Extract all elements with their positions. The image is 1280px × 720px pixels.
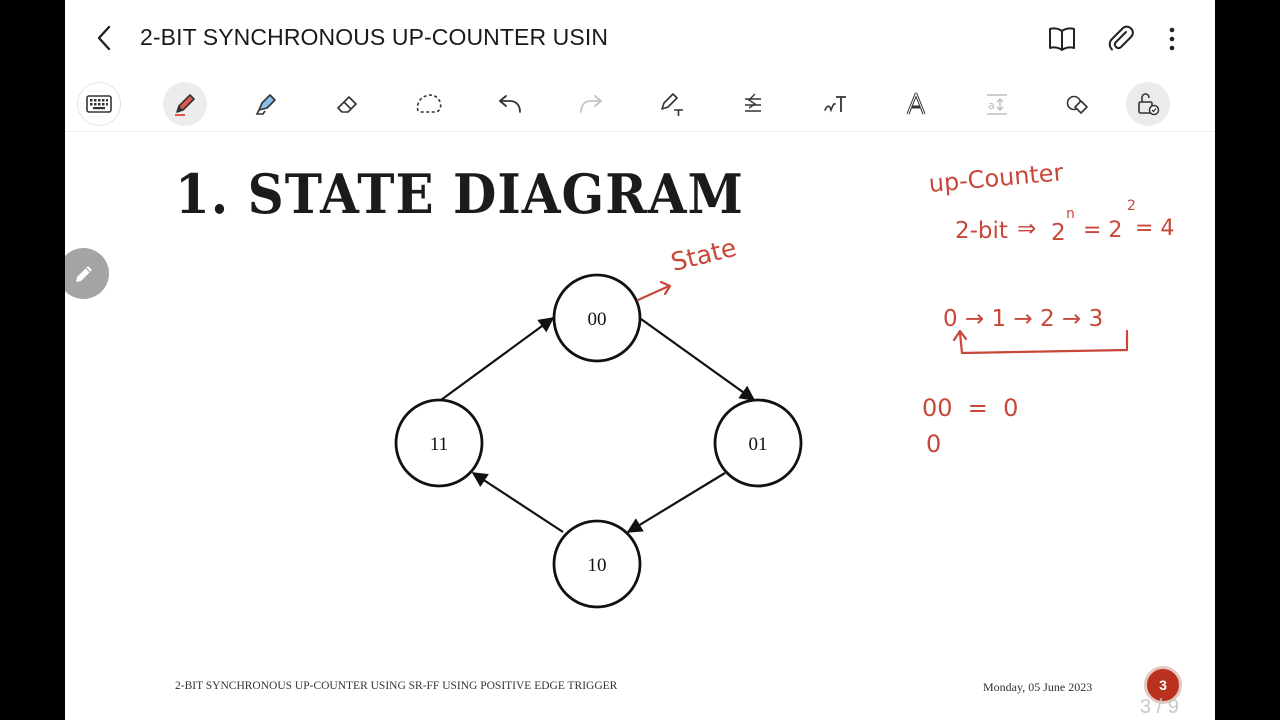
highlighter-tool-button[interactable] [244, 82, 288, 126]
eraser-tool-button[interactable] [325, 82, 369, 126]
page-indicator: 3 / 9 [1140, 696, 1179, 718]
book-icon [1049, 27, 1075, 51]
pen-icon [175, 94, 195, 116]
text-style-button[interactable] [894, 82, 938, 126]
state-01: 01 [713, 398, 803, 488]
transition-10-to-11 [471, 472, 564, 533]
page-footer-date: Monday, 05 June 2023 [983, 680, 1093, 694]
attach-button[interactable] [1104, 22, 1138, 56]
chevron-left-icon [97, 25, 111, 51]
shapes-icon [1066, 95, 1088, 114]
transition-00-to-01 [640, 318, 756, 401]
text-spacing-button[interactable]: a [975, 82, 1019, 126]
lasso-icon [416, 94, 442, 113]
shapes-button[interactable] [1056, 82, 1100, 126]
formula-result: = 4 [1135, 216, 1175, 241]
handwritten-binary-2: 0 [926, 430, 942, 458]
formula-equals-2: = 2 [1083, 218, 1123, 243]
keyboard-button[interactable] [77, 82, 121, 126]
undo-icon [499, 95, 521, 113]
text-spacing-icon: a [987, 94, 1007, 115]
svg-text:a: a [988, 99, 995, 112]
state-00: 00 [552, 273, 642, 363]
more-options-button[interactable] [1155, 22, 1189, 56]
pen-to-text-icon [661, 93, 683, 116]
read-only-toggle[interactable] [1126, 82, 1170, 126]
floating-edit-button[interactable] [65, 248, 109, 299]
text-style-icon [906, 92, 926, 115]
handwritten-binary-1: 00 = 0 [922, 394, 1019, 422]
formula-exponent-n: n [1066, 206, 1075, 222]
pencil-icon [75, 265, 92, 282]
paperclip-icon [1108, 25, 1134, 51]
handwritten-sequence: 0 → 1 → 2 → 3 [943, 306, 1104, 332]
straighten-icon [745, 93, 761, 112]
title-bar: 2-BIT SYNCHRONOUS UP-COUNTER USIN [65, 0, 1215, 76]
formula-prefix: 2-bit [955, 218, 1008, 244]
undo-button[interactable] [488, 82, 532, 126]
document-title: 2-BIT SYNCHRONOUS UP-COUNTER USIN [140, 24, 609, 50]
keyboard-icon [86, 95, 112, 113]
formula-implies: ⇒ [1017, 216, 1037, 242]
pen-toolbar: a [65, 76, 1215, 132]
svg-text:01: 01 [749, 434, 768, 455]
redo-button[interactable] [569, 82, 613, 126]
note-canvas[interactable]: 1. STATE DIAGRAM 00 01 [65, 132, 1215, 720]
state-diagram: 00 01 10 11 [394, 273, 803, 609]
transition-01-to-10 [626, 472, 726, 533]
lock-icon [1138, 93, 1160, 116]
handwriting-icon [824, 96, 846, 113]
page-footer-title: 2-BIT SYNCHRONOUS UP-COUNTER USING SR-FF… [175, 680, 618, 692]
reading-mode-button[interactable] [1045, 22, 1079, 56]
handwriting-button[interactable] [813, 82, 857, 126]
straighten-button[interactable] [731, 82, 775, 126]
back-button[interactable] [89, 22, 121, 54]
page-heading: 1. STATE DIAGRAM [175, 162, 744, 226]
svg-text:00: 00 [588, 309, 607, 330]
page-number-badge: 3 [1144, 666, 1182, 704]
pen-to-text-button[interactable] [650, 82, 694, 126]
svg-text:11: 11 [430, 434, 448, 455]
pen-tool-button[interactable] [163, 82, 207, 126]
svg-text:10: 10 [588, 555, 607, 576]
formula-exponent-2: 2 [1127, 198, 1136, 214]
eraser-icon [337, 96, 357, 113]
more-vertical-icon [1169, 27, 1175, 51]
state-10: 10 [552, 519, 642, 609]
transition-11-to-00 [440, 317, 555, 401]
redo-icon [580, 95, 602, 113]
highlighter-icon [255, 94, 276, 115]
lasso-tool-button[interactable] [407, 82, 451, 126]
ink-strokes [636, 280, 1129, 355]
formula-base: 2 [1051, 220, 1066, 246]
state-11: 11 [394, 398, 484, 488]
notes-app-window: 2-BIT SYNCHRONOUS UP-COUNTER USIN [65, 0, 1215, 720]
